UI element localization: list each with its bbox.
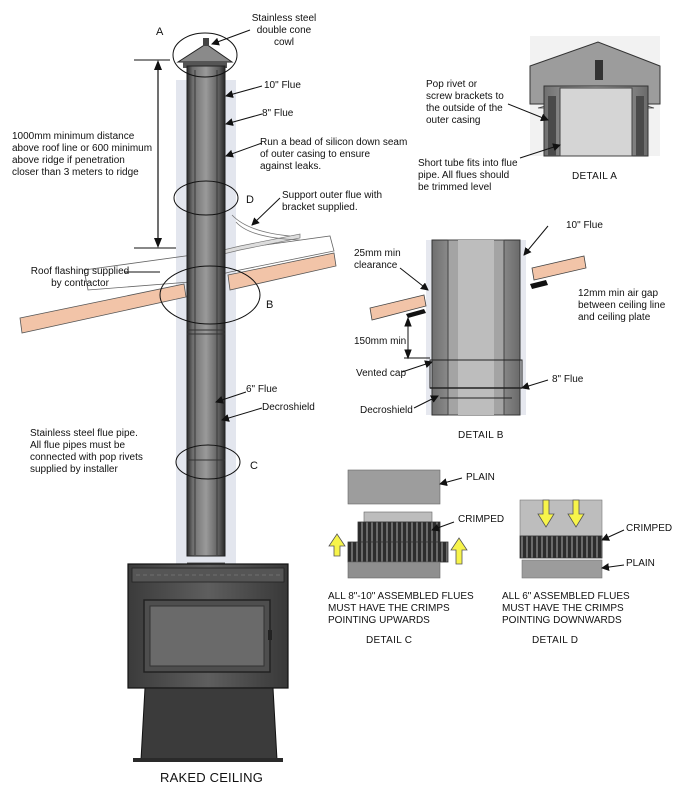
stove-glass bbox=[149, 605, 265, 667]
detail-c-drawing bbox=[328, 469, 468, 579]
marker-a: A bbox=[156, 26, 164, 38]
support-label: Support outer flue with bracket supplied… bbox=[282, 190, 383, 213]
circle-a bbox=[172, 32, 238, 78]
detail-c-crimp bbox=[357, 521, 441, 543]
roof-flashing-label: Roof flashing supplied by contractor bbox=[30, 266, 130, 289]
detail-d-drawing bbox=[519, 499, 603, 579]
flue-8-label: 8" Flue bbox=[262, 108, 294, 119]
detail-a-leaders bbox=[507, 103, 561, 159]
detail-d-leaders bbox=[601, 529, 625, 572]
distance-label: 1000mm minimum distance above roof line … bbox=[12, 131, 153, 178]
detail-c-note: ALL 8"-10" ASSEMBLED FLUES MUST HAVE THE… bbox=[328, 591, 474, 626]
cowl-label: Stainless steel double cone cowl bbox=[251, 13, 317, 48]
detail-b-air-gap-label: 12mm min air gap between ceiling line an… bbox=[578, 288, 666, 323]
arrow-up-icon bbox=[328, 533, 346, 557]
detail-b-vented-cap-label: Vented cap bbox=[356, 368, 407, 379]
roof-panel-left bbox=[19, 283, 187, 334]
arrow-down-icon bbox=[567, 499, 585, 528]
detail-b-drawing bbox=[369, 239, 587, 416]
circle-d bbox=[173, 180, 239, 216]
detail-b-caption: DETAIL B bbox=[458, 430, 504, 441]
detail-b-150-label: 150mm min bbox=[354, 336, 407, 347]
detail-b-flue-10-label: 10" Flue bbox=[566, 220, 603, 231]
circle-b bbox=[159, 265, 261, 325]
detail-b-leaders bbox=[399, 225, 549, 409]
marker-c: C bbox=[250, 460, 258, 472]
detail-c-plain-label: PLAIN bbox=[466, 472, 495, 483]
roof-panels bbox=[19, 235, 337, 334]
flue-pipe-label: Stainless steel flue pipe. All flue pipe… bbox=[30, 428, 143, 475]
detail-c-plain-pipe bbox=[347, 469, 441, 505]
detail-d-crimp bbox=[519, 535, 603, 559]
silicon-label: Run a bead of silicon down seam of outer… bbox=[260, 137, 408, 172]
marker-d: D bbox=[246, 194, 254, 206]
detail-d-caption: DETAIL D bbox=[532, 635, 579, 646]
arrow-down-icon bbox=[537, 499, 555, 528]
detail-d-note: ALL 6" ASSEMBLED FLUES MUST HAVE THE CRI… bbox=[502, 591, 630, 626]
detail-c-crimped-label: CRIMPED bbox=[458, 514, 505, 525]
detail-c-caption: DETAIL C bbox=[366, 635, 413, 646]
detail-a-caption: DETAIL A bbox=[572, 171, 618, 182]
cowl bbox=[176, 38, 234, 68]
circle-c bbox=[175, 444, 241, 480]
stove bbox=[127, 563, 289, 762]
detail-b-clearance-label: 25mm min clearance bbox=[354, 248, 401, 271]
decroshield-label: Decroshield bbox=[262, 402, 315, 413]
flue-10-label: 10" Flue bbox=[264, 80, 301, 91]
distance-dimension bbox=[134, 59, 176, 249]
detail-b-panel-left bbox=[369, 294, 427, 321]
roof-outline bbox=[83, 235, 335, 291]
detail-b-panel-right bbox=[531, 255, 587, 281]
detail-a-drawing bbox=[529, 36, 661, 157]
detail-d-plain-label: PLAIN bbox=[626, 558, 655, 569]
main-flue-pipe bbox=[186, 65, 226, 564]
stove-pedestal bbox=[140, 687, 278, 761]
main-leaders bbox=[124, 29, 281, 422]
detail-a-short-tube-label: Short tube fits into flue pipe. All flue… bbox=[418, 158, 518, 193]
detail-c-leaders bbox=[431, 477, 463, 532]
arrow-up-icon bbox=[450, 537, 468, 565]
detail-b-flue-8-label: 8" Flue bbox=[552, 374, 584, 385]
marker-b: B bbox=[266, 299, 274, 311]
roof-panel-right bbox=[227, 252, 337, 291]
flue-6-label: 6" Flue bbox=[246, 384, 278, 395]
detail-a-pop-rivet-label: Pop rivet or screw brackets to the outsi… bbox=[426, 79, 504, 126]
diagram-title: RAKED CEILING bbox=[160, 770, 264, 785]
detail-d-plain-pipe bbox=[521, 559, 603, 579]
detail-b-decroshield-label: Decroshield bbox=[360, 405, 413, 416]
detail-circles bbox=[159, 32, 261, 480]
detail-d-crimped-label: CRIMPED bbox=[626, 523, 673, 534]
